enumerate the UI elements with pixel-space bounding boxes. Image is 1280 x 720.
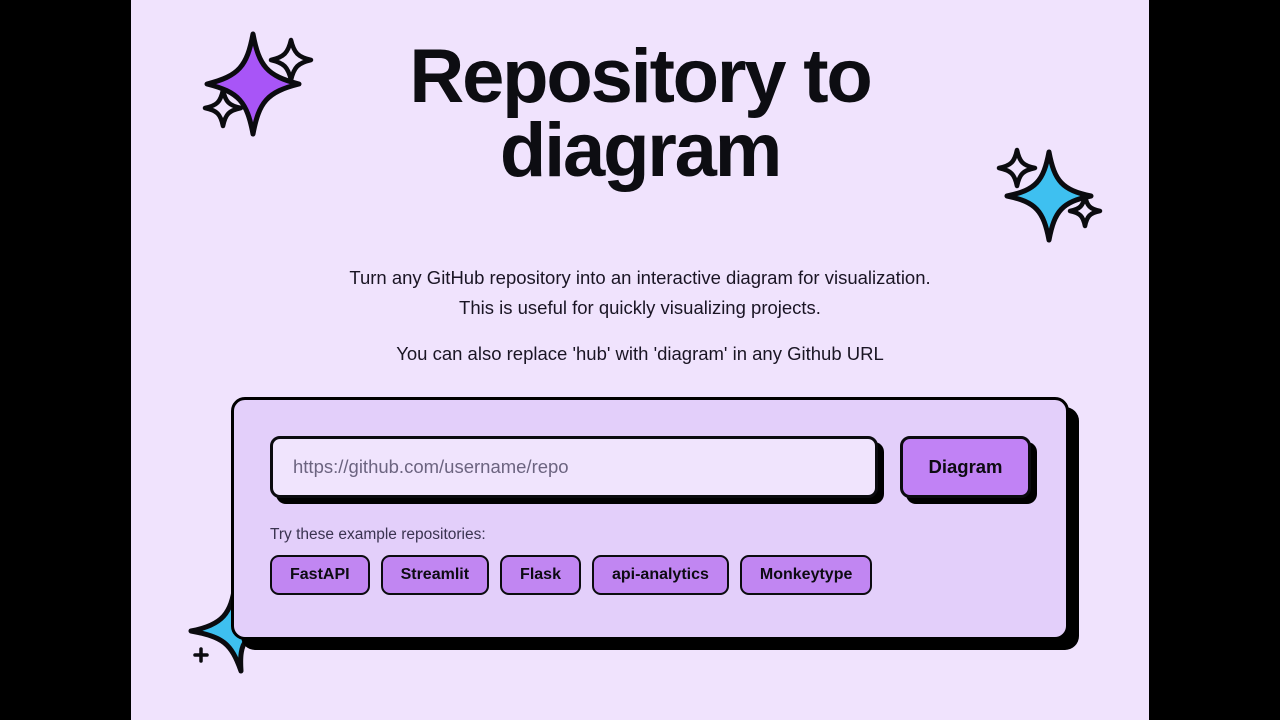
page-subtitle: Turn any GitHub repository into an inter… [131,263,1149,369]
submit-button-holder: Diagram [900,436,1037,504]
page-content: Repository to diagram Turn any GitHub re… [131,0,1149,720]
repo-url-input[interactable] [270,436,878,498]
example-chip-streamlit[interactable]: Streamlit [380,555,490,595]
example-chip-fastapi[interactable]: FastAPI [270,555,370,595]
page-title: Repository to diagram [131,39,1149,194]
repo-input-holder [270,436,884,504]
subtitle-line-1: Turn any GitHub repository into an inter… [349,267,931,288]
card-body: Diagram Try these example repositories: … [231,397,1069,640]
subtitle-line-3: You can also replace 'hub' with 'diagram… [396,343,884,364]
example-chip-monkeytype[interactable]: Monkeytype [739,555,873,595]
subtitle-line-2: This is useful for quickly visualizing p… [459,297,821,318]
repo-form: Diagram [270,436,1037,504]
example-chip-api-analytics[interactable]: api-analytics [591,555,729,595]
diagram-submit-button[interactable]: Diagram [900,436,1031,498]
example-chip-flask[interactable]: Flask [500,555,581,595]
example-repo-list: FastAPI Streamlit Flask api-analytics Mo… [270,555,873,595]
page-title-line-2: diagram [499,108,782,194]
repo-input-card: Diagram Try these example repositories: … [231,397,1079,650]
page-title-line-1: Repository to [409,34,872,119]
examples-label: Try these example repositories: [270,526,486,543]
